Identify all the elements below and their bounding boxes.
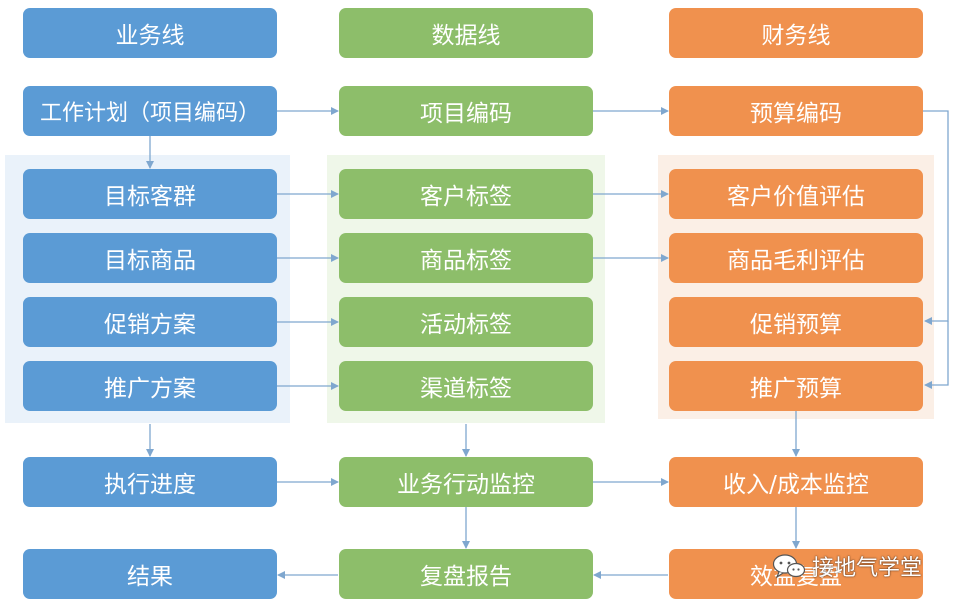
result-node: 结果 — [23, 549, 277, 599]
review-report-node: 复盘报告 — [339, 549, 593, 599]
marketing-budget-node: 推广预算 — [669, 361, 923, 411]
marketing-plan-node: 推广方案 — [23, 361, 277, 411]
product-margin-assessment-node: 商品毛利评估 — [669, 233, 923, 283]
channel-tag-node: 渠道标签 — [339, 361, 593, 411]
execution-progress-node: 执行进度 — [23, 457, 277, 507]
data-line-header: 数据线 — [339, 8, 593, 58]
business-line-header: 业务线 — [23, 8, 277, 58]
project-code-node: 项目编码 — [339, 86, 593, 136]
product-tag-node: 商品标签 — [339, 233, 593, 283]
watermark: 接地气学堂 — [772, 548, 922, 584]
promotion-plan-node: 促销方案 — [23, 297, 277, 347]
work-plan-node: 工作计划（项目编码） — [23, 86, 277, 136]
target-customers-node: 目标客群 — [23, 169, 277, 219]
activity-tag-node: 活动标签 — [339, 297, 593, 347]
target-products-node: 目标商品 — [23, 233, 277, 283]
finance-line-header: 财务线 — [669, 8, 923, 58]
wechat-icon — [772, 554, 806, 579]
customer-tag-node: 客户标签 — [339, 169, 593, 219]
revenue-cost-monitor-node: 收入/成本监控 — [669, 457, 923, 507]
budget-code-node: 预算编码 — [669, 86, 923, 136]
business-action-monitor-node: 业务行动监控 — [339, 457, 593, 507]
arrow-budget-to-promotion-budget — [923, 110, 949, 325]
watermark-text: 接地气学堂 — [812, 556, 923, 581]
arrow-budget-to-marketing-budget — [924, 321, 949, 389]
customer-value-assessment-node: 客户价值评估 — [669, 169, 923, 219]
promotion-budget-node: 促销预算 — [669, 297, 923, 347]
